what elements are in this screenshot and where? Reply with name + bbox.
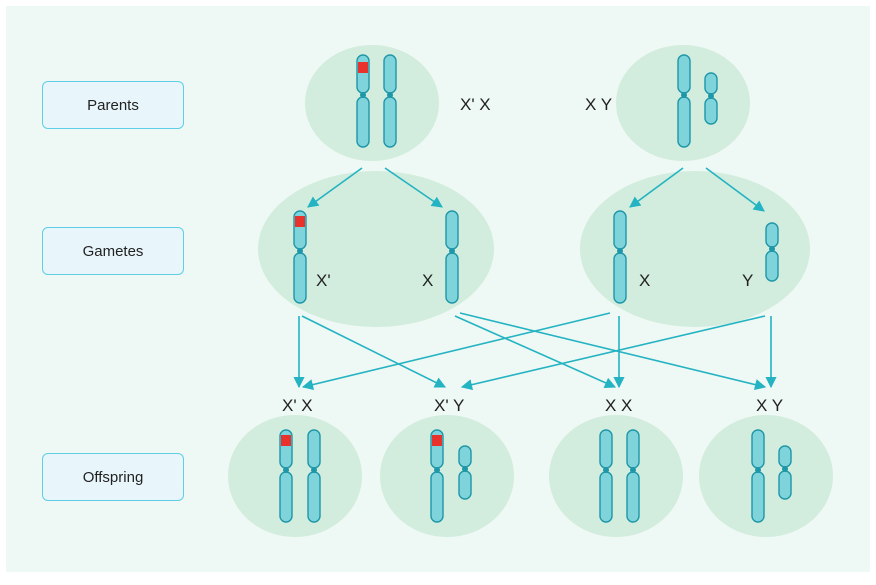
arrow-x-to-o4 [459,312,767,391]
offspring-4-chromosome-x [751,429,765,523]
father-gametes-cell [580,171,810,327]
chromosome-x [383,54,397,148]
offspring-label: Offspring [42,453,184,501]
mother-genotype: X' X [460,95,491,114]
arrow-y-to-o2 [460,315,766,391]
mother-cell [305,45,439,161]
offspring-cell-4 [699,415,833,537]
chromosome-x-prime [356,54,370,148]
chromosome-x [677,54,691,148]
offspring-cell-1 [228,415,362,537]
offspring-4-chromosome-y [778,445,792,500]
parents-label: Parents [42,81,184,129]
offspring-1-genotype: X' X [282,396,313,415]
mutation-mark [281,435,291,446]
gamete-chromosome-x [445,210,459,304]
offspring-cell-2 [380,415,514,537]
mutation-mark [295,216,305,227]
offspring-2-genotype: X' Y [434,396,465,415]
gamete-chromosome-x [613,210,627,304]
arrow-mother-to-x-prime [307,167,363,208]
gamete-label-x-prime: X' [316,271,331,290]
centromeres [283,92,788,473]
arrow-father-to-x [629,167,684,208]
arrow-mother-to-x [384,167,443,208]
gamete-label-y: Y [742,271,754,290]
arrow-x-to-o3 [454,315,617,389]
gamete-chromosome-y [765,222,779,282]
gamete-label-x-mother: X [422,271,434,290]
offspring-cell-3 [549,415,683,537]
gamete-label-x-father: X [639,271,651,290]
arrow-xprime-to-o2 [301,315,447,388]
offspring-2-chromosome-y [458,445,472,500]
offspring-3-chromosome-x [626,429,640,523]
offspring-4-genotype: X Y [756,396,784,415]
gamete-chromosome-x-prime [293,210,307,304]
mutation-mark [358,62,368,73]
gametes-label: Gametes [42,227,184,275]
offspring-3-genotype: X X [605,396,633,415]
offspring-2-chromosome-x-prime [430,429,444,523]
mother-gametes-cell [258,171,494,327]
father-genotype: X Y [585,95,613,114]
offspring-3-chromosome-x [599,429,613,523]
cross-arrows [293,312,777,391]
offspring-1-chromosome-x-prime [279,429,293,523]
mutation-mark [432,435,442,446]
parent-arrows [307,167,765,212]
offspring-1-chromosome-x [307,429,321,523]
arrow-father-to-y [705,167,765,212]
arrow-xf-to-o1 [301,312,611,391]
